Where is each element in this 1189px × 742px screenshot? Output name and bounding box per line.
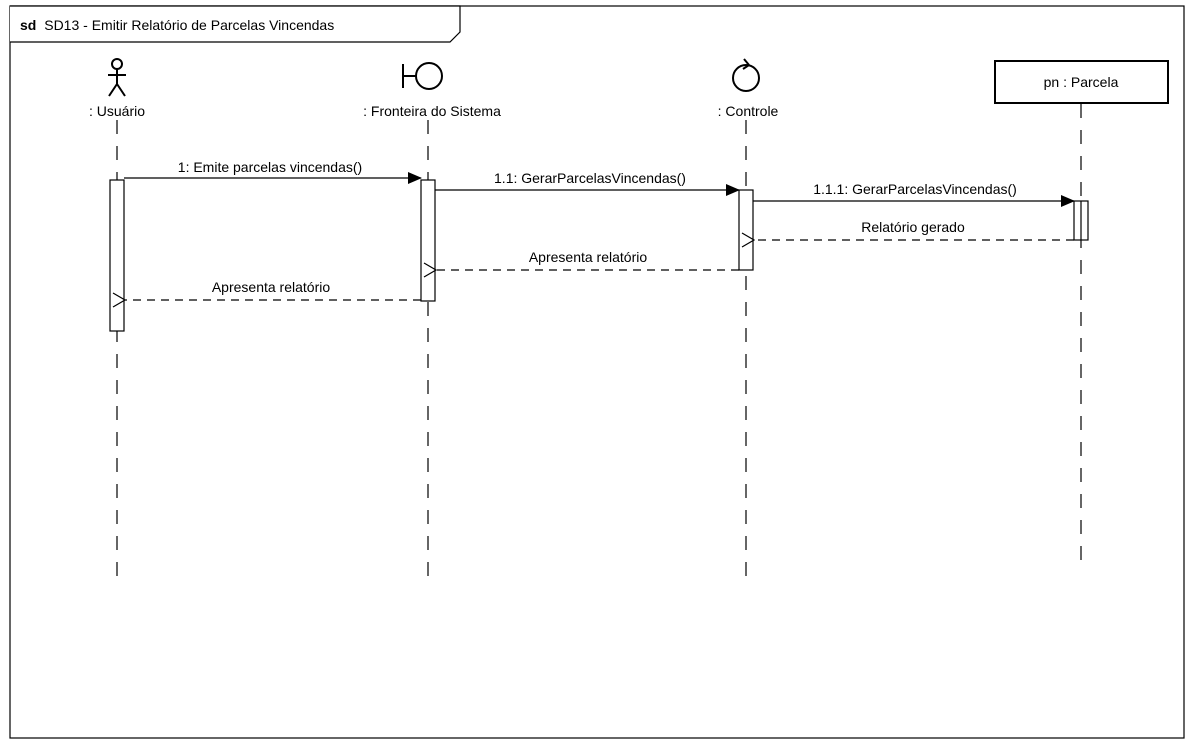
reply-relatorio-gerado-label: Relatório gerado bbox=[861, 219, 965, 235]
reply-apresenta-controle-label: Apresenta relatório bbox=[529, 249, 648, 265]
frame-title-text: SD13 - Emitir Relatório de Parcelas Vinc… bbox=[44, 17, 334, 33]
object-parcela-box bbox=[994, 60, 1169, 104]
lifeline-fronteira-label: : Fronteira do Sistema bbox=[363, 103, 501, 119]
reply-apresenta-fronteira-label: Apresenta relatório bbox=[212, 279, 331, 295]
activation-controle bbox=[738, 189, 754, 271]
lifeline-controle-label: : Controle bbox=[718, 103, 779, 119]
lifeline-parcela-label: pn : Parcela bbox=[1044, 74, 1119, 90]
frame-title-tab bbox=[10, 5, 461, 43]
lifeline-usuario-label: : Usuário bbox=[89, 103, 145, 119]
control-icon bbox=[732, 58, 760, 92]
message-1-1-1-label: 1.1.1: GerarParcelasVincendas() bbox=[813, 181, 1017, 197]
frame-title: sd SD13 - Emitir Relatório de Parcelas V… bbox=[20, 17, 334, 33]
message-1-1-label: 1.1: GerarParcelasVincendas() bbox=[494, 170, 686, 186]
diagram-frame bbox=[9, 5, 1185, 739]
activation-usuario bbox=[109, 179, 125, 332]
boundary-icon bbox=[402, 62, 443, 90]
frame-keyword: sd bbox=[20, 17, 36, 33]
actor-icon bbox=[108, 58, 126, 97]
message-1-label: 1: Emite parcelas vincendas() bbox=[178, 159, 362, 175]
activation-fronteira bbox=[420, 179, 436, 302]
